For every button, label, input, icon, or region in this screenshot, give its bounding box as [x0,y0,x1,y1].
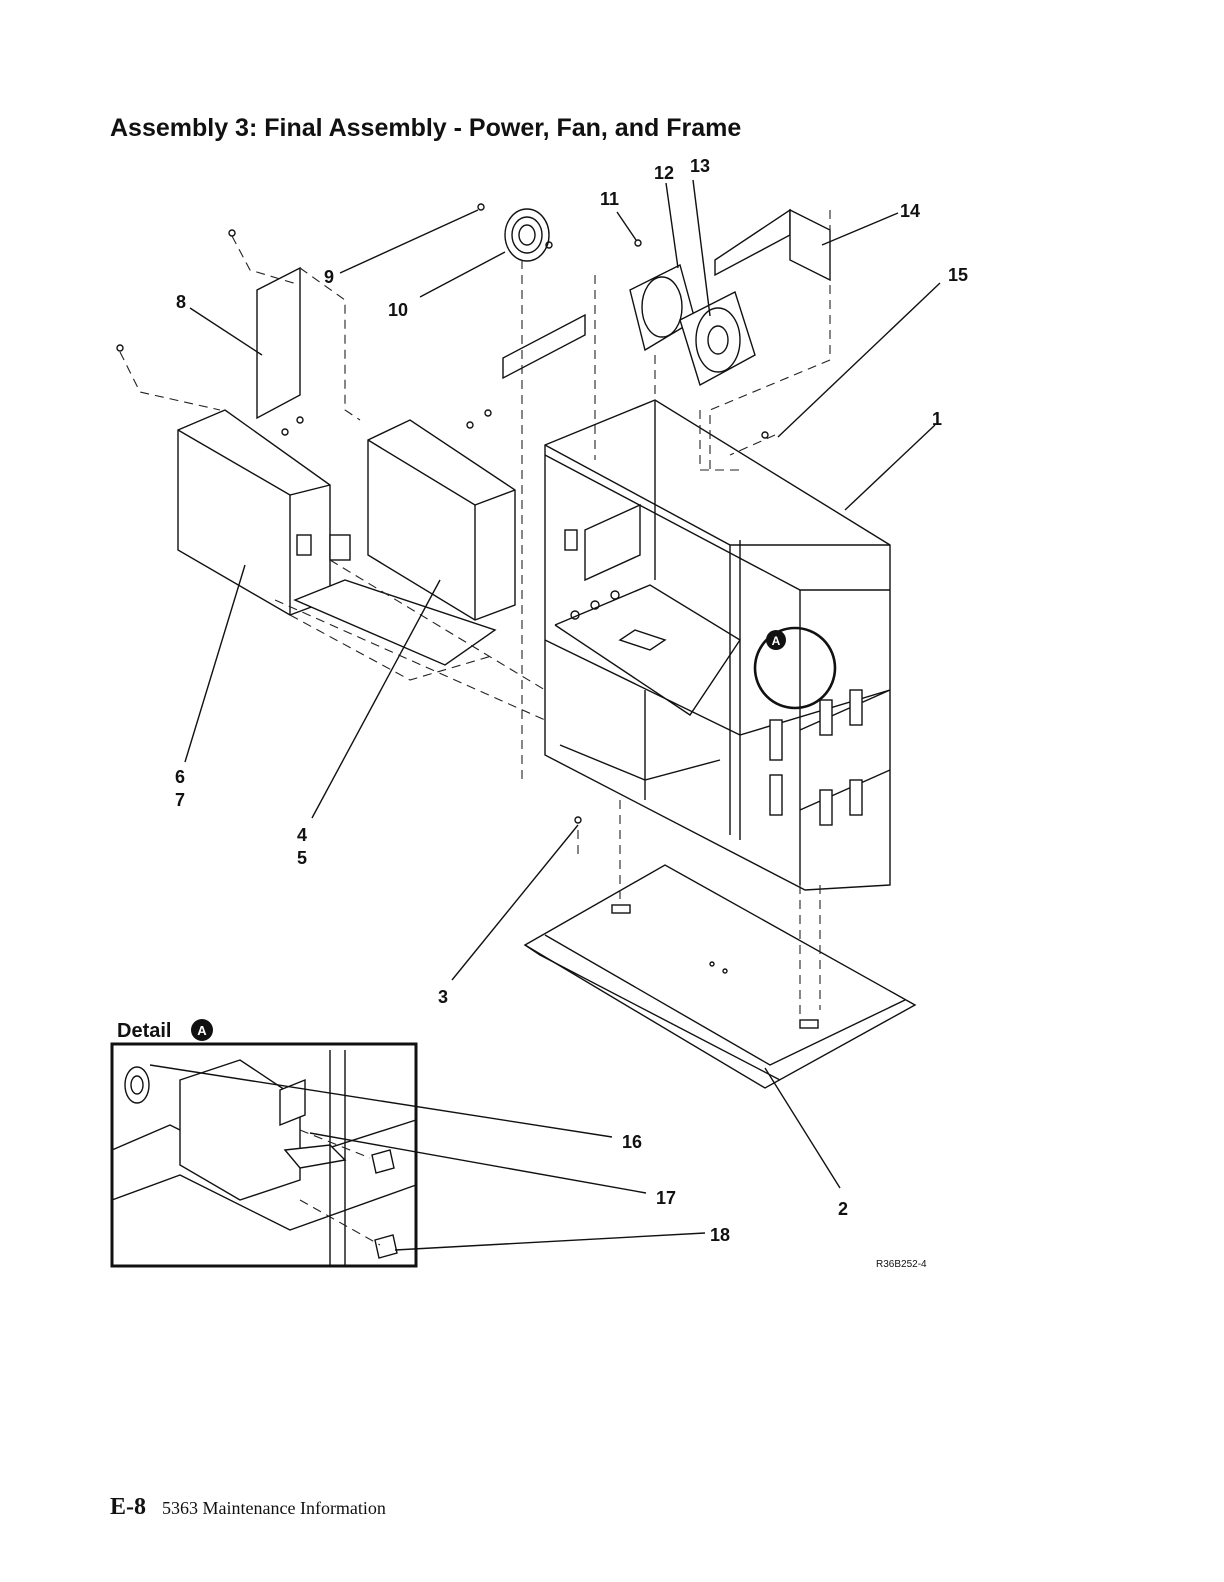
callout-17: 17 [656,1188,676,1208]
base-plate [525,865,915,1088]
bracket-14 [715,210,830,280]
callout-8: 8 [176,292,186,312]
detail-a-marker: A [772,634,781,648]
page-footer: E-8 5363 Maintenance Information [110,1494,386,1521]
callout-3: 3 [438,987,448,1007]
cover-plate [257,268,300,418]
main-frame [545,400,890,890]
detail-a-inset: Detail A [112,1019,705,1266]
card-guide [503,315,585,378]
power-supply-right [368,420,515,620]
detail-title: Detail [117,1020,171,1042]
document-title: 5363 Maintenance Information [162,1498,386,1518]
callout-9: 9 [324,267,334,287]
power-supply-left [178,410,350,615]
page-number: E-8 [110,1494,146,1520]
callout-18: 18 [710,1225,730,1245]
callout-5: 5 [297,848,307,868]
callout-12: 12 [654,163,674,183]
figure-reference: R36B252-4 [876,1259,927,1270]
callout-13: 13 [690,156,710,176]
callout-4: 4 [297,825,307,845]
callout-6: 6 [175,767,185,787]
callout-2: 2 [838,1199,848,1219]
detail-a-badge: A [197,1023,207,1038]
fan-guard [505,209,549,261]
callout-7: 7 [175,790,185,810]
callout-15: 15 [948,265,968,285]
callout-11: 11 [600,189,619,209]
callout-1: 1 [932,409,942,429]
callout-10: 10 [388,300,408,320]
callout-14: 14 [900,201,920,221]
callout-16: 16 [622,1132,642,1152]
